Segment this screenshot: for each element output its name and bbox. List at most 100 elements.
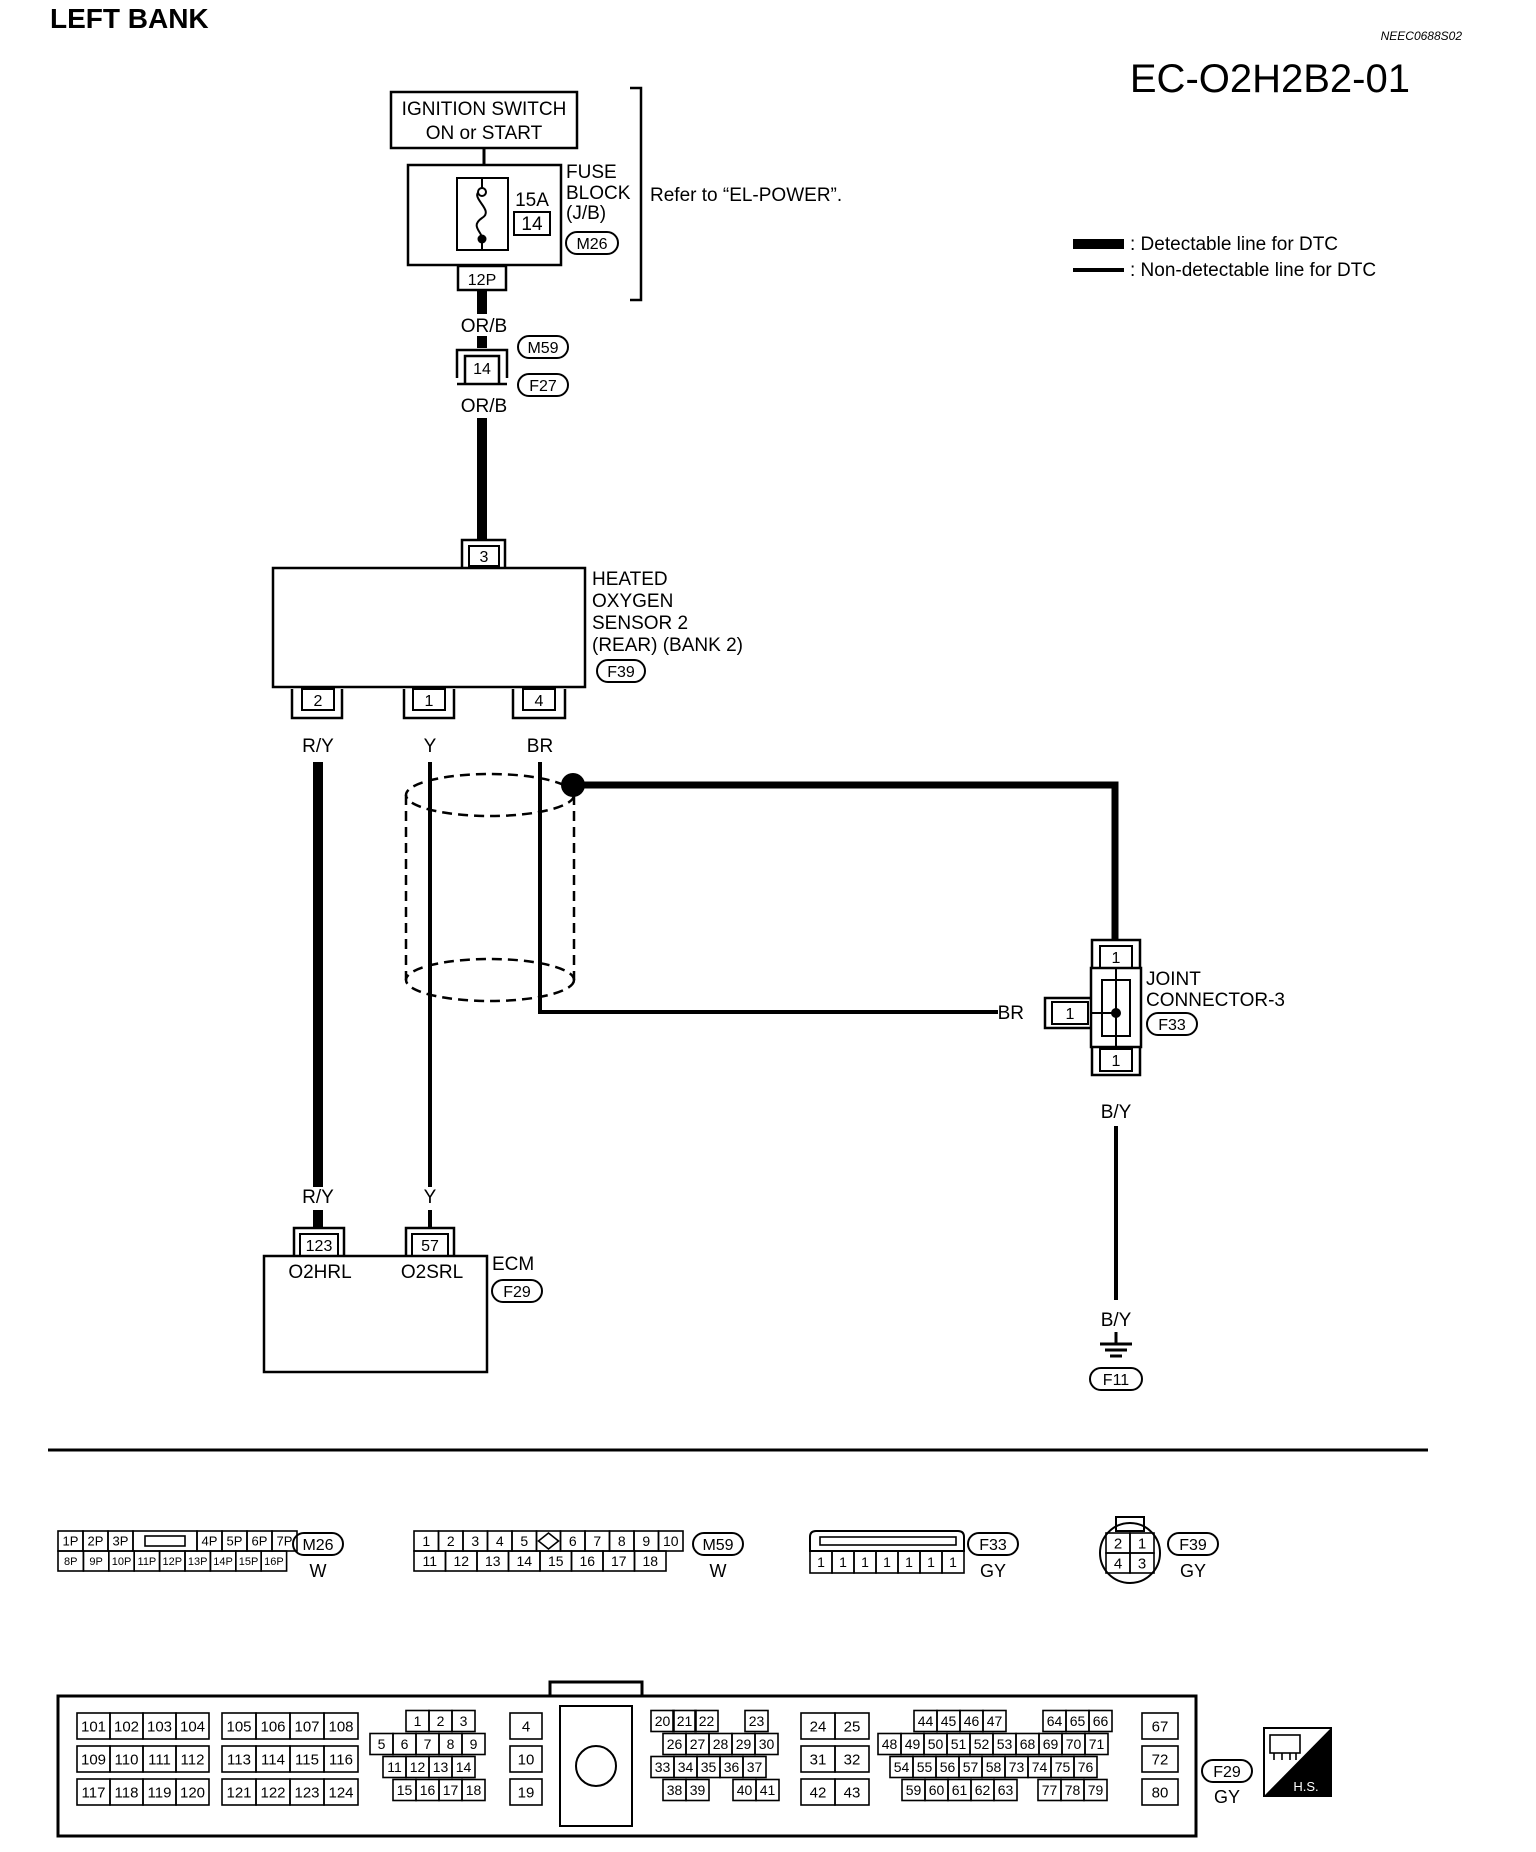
pin-cell: 116	[329, 1751, 353, 1768]
ecm-connector: F29	[503, 1284, 531, 1301]
bank-title: LEFT BANK	[50, 3, 209, 34]
pin-cell: 32	[844, 1751, 861, 1768]
sensor-label-2: OXYGEN	[592, 591, 673, 612]
pin-cell: 9	[470, 1736, 478, 1752]
pin-cell: 11	[387, 1759, 402, 1775]
pin-cell: 19	[518, 1784, 535, 1801]
pin-cell: 14	[516, 1553, 532, 1569]
pin-cell: 120	[180, 1784, 205, 1801]
sensor-pin-2: 2	[314, 693, 323, 710]
pin-cell: 15	[397, 1782, 413, 1798]
pin-cell: 22	[699, 1713, 715, 1729]
pin-cell: 38	[667, 1782, 683, 1798]
pin-cell: 117	[82, 1784, 106, 1801]
pin-cell: 4	[1114, 1555, 1122, 1572]
pin-cell: 119	[148, 1784, 172, 1801]
connector-view-color: GY	[1214, 1787, 1240, 1807]
pin-cell: 60	[929, 1782, 945, 1798]
fuse-number: 14	[521, 214, 543, 235]
harness-side-icon	[1269, 1734, 1301, 1754]
pin-cell: 101	[81, 1718, 106, 1735]
fuse-block-label-1: FUSE	[566, 162, 617, 183]
pin-cell: 1	[414, 1713, 422, 1729]
connector-view-color: W	[710, 1561, 727, 1581]
joint-pin-bottom: 1	[1112, 1053, 1121, 1070]
pin-cell: 73	[1009, 1759, 1025, 1775]
pin-cell: 121	[226, 1784, 251, 1801]
sensor-pin-top: 3	[480, 549, 489, 566]
pin-cell: 57	[963, 1759, 979, 1775]
pin-cell: 3	[471, 1533, 479, 1549]
pin-cell: 56	[940, 1759, 956, 1775]
orb-wire-label-top: OR/B	[461, 316, 507, 337]
pin-cell: 123	[294, 1784, 319, 1801]
orb-wire-label-bottom: OR/B	[461, 396, 507, 417]
pin-cell: 7P	[277, 1534, 293, 1549]
pin-cell: 12	[453, 1553, 469, 1569]
pin-cell: 7	[424, 1736, 432, 1752]
pin-cell: 16	[579, 1553, 595, 1569]
pin-cell: 20	[655, 1713, 671, 1729]
pin-cell: 35	[701, 1759, 717, 1775]
pin-cell: 45	[941, 1713, 957, 1729]
refer-el-power: Refer to “EL-POWER”.	[650, 185, 842, 206]
pin-cell: 28	[713, 1736, 729, 1752]
pin-cell: 18	[642, 1553, 658, 1569]
fuse-icon	[475, 178, 487, 250]
fuse-block-label-2: BLOCK	[566, 183, 631, 204]
wire-shield	[404, 772, 576, 1003]
pin-cell: 13	[485, 1553, 501, 1569]
legend: : Detectable line for DTC : Non-detectab…	[1073, 234, 1376, 281]
pin-cell: 1	[927, 1554, 935, 1570]
pin-cell: 1	[817, 1554, 825, 1570]
connector-view-color: GY	[1180, 1561, 1206, 1581]
pin-cell: 1	[1138, 1535, 1146, 1552]
pin-cell: 17	[611, 1553, 627, 1569]
pin-cell: 8	[447, 1736, 455, 1752]
pin-cell: 1P	[63, 1534, 79, 1549]
pin-cell: 9P	[89, 1556, 102, 1568]
pin-cell: 25	[844, 1718, 861, 1735]
sensor-label-1: HEATED	[592, 569, 668, 590]
pin-cell: 2P	[88, 1534, 104, 1549]
fuse-block-label-3: (J/B)	[566, 203, 606, 224]
joint-label-2: CONNECTOR-3	[1146, 990, 1285, 1011]
pin-cell: 67	[1152, 1718, 1169, 1735]
pin-cell: 30	[759, 1736, 775, 1752]
pin-cell: 63	[998, 1782, 1014, 1798]
pin-cell: 72	[1152, 1751, 1169, 1768]
pin-cell: 5	[520, 1533, 528, 1549]
pin-cell: 124	[328, 1784, 353, 1801]
pin-cell: 1	[905, 1554, 913, 1570]
pin-cell: 15P	[239, 1556, 259, 1568]
pin-cell: 75	[1055, 1759, 1071, 1775]
pin-cell: 65	[1070, 1713, 1086, 1729]
pin-cell: 4P	[202, 1534, 218, 1549]
pin-cell: 44	[918, 1713, 934, 1729]
fuse-block: 15A 14 12P FUSE BLOCK (J/B) M26	[406, 162, 631, 292]
pin-cell: 61	[952, 1782, 968, 1798]
connector-view-name: M26	[302, 1537, 333, 1554]
pin-cell: 4	[522, 1718, 530, 1735]
pin-cell: 10	[518, 1751, 535, 1768]
joint-pin-left: 1	[1066, 1006, 1075, 1023]
pin-cell: 1	[861, 1554, 869, 1570]
pin-cell: 51	[951, 1736, 967, 1752]
fuse-rating: 15A	[515, 190, 549, 211]
pin-cell: 36	[724, 1759, 740, 1775]
pin-cell: 13P	[188, 1556, 208, 1568]
legend-detectable-text: : Detectable line for DTC	[1130, 234, 1338, 255]
pin-cell: 2	[1114, 1535, 1122, 1552]
pin-cell: 113	[227, 1751, 251, 1768]
pin-cell: 43	[844, 1784, 861, 1801]
power-bracket	[630, 86, 643, 302]
wire-label-y-top: Y	[424, 736, 437, 757]
wire-label-by-ground: B/Y	[1101, 1310, 1132, 1331]
pin-cell: 15	[548, 1553, 564, 1569]
pin-cell: 42	[810, 1784, 827, 1801]
pin-cell: 64	[1047, 1713, 1063, 1729]
ecm-terminal-b: O2SRL	[401, 1262, 463, 1283]
diagram-id: EC-O2H2B2-01	[1130, 57, 1410, 101]
